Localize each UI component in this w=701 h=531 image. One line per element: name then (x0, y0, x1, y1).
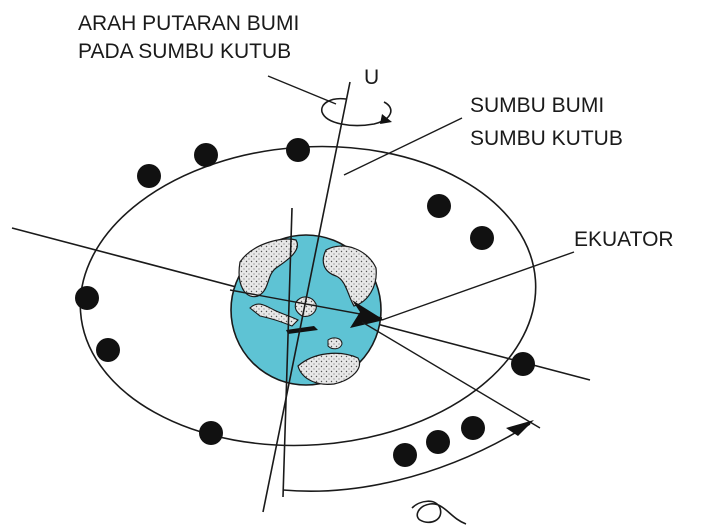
equator-label: EKUATOR (574, 228, 674, 251)
axis-label-line2: SUMBU KUTUB (470, 127, 623, 150)
orbit-dot (427, 194, 451, 218)
rotation-leader-line (268, 76, 336, 104)
rotation-label-line1: ARAH PUTARAN BUMI (78, 12, 299, 35)
axis-leader-line (344, 118, 462, 175)
earth-globe (231, 235, 381, 385)
lower-ray-line (362, 322, 540, 428)
orbit-dot (393, 443, 417, 467)
orbit-dot (286, 138, 310, 162)
alpha-symbol (412, 501, 466, 524)
orbit-dot (194, 143, 218, 167)
rotation-label-line2: PADA SUMBU KUTUB (78, 40, 291, 63)
equator-leader-line (382, 252, 574, 320)
orbit-dot (199, 421, 223, 445)
angle-arc-arrowhead (506, 420, 534, 436)
north-label: U (364, 66, 379, 89)
orbit-dot (470, 226, 494, 250)
orbit-dot (426, 430, 450, 454)
orbit-dot (511, 352, 535, 376)
orbit-dot (461, 416, 485, 440)
orbit-dot (96, 338, 120, 362)
orbit-dot (137, 164, 161, 188)
axis-label-line1: SUMBU BUMI (470, 94, 604, 117)
orbit-dot (75, 286, 99, 310)
landmass-small-island (328, 338, 342, 349)
